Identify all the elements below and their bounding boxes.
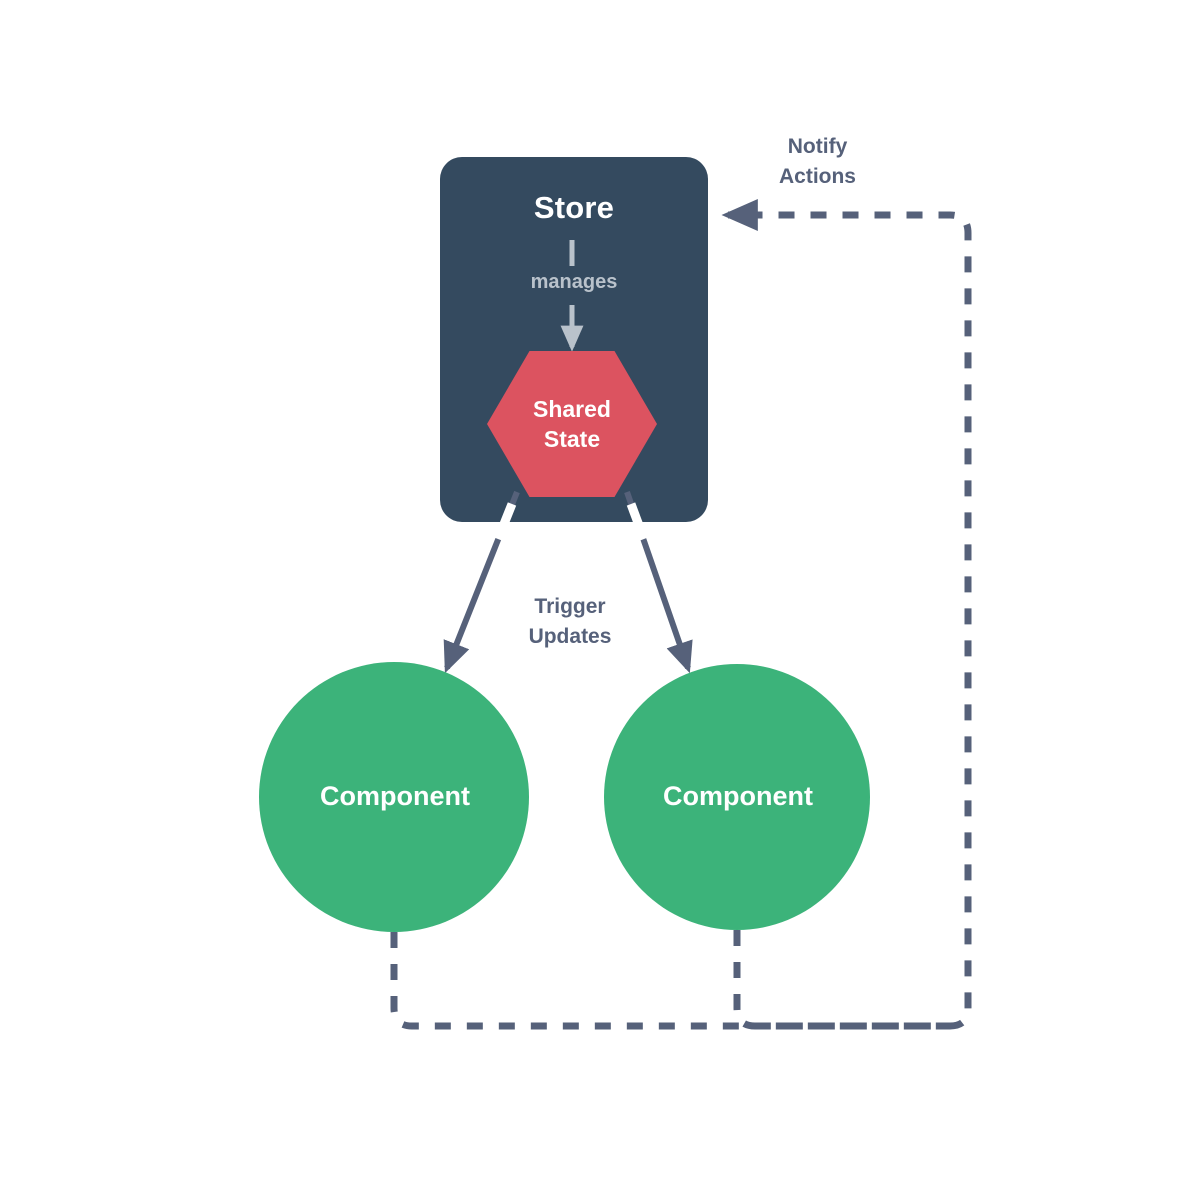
component-left-circle[interactable] — [259, 662, 529, 932]
arrow-gap-mask-left — [493, 502, 517, 541]
arrow-gap-mask-right — [626, 502, 649, 541]
notify-actions-dashed-path-right — [733, 930, 950, 1030]
shared-state-hexagon[interactable] — [487, 351, 657, 497]
component-right-circle[interactable] — [604, 664, 870, 930]
